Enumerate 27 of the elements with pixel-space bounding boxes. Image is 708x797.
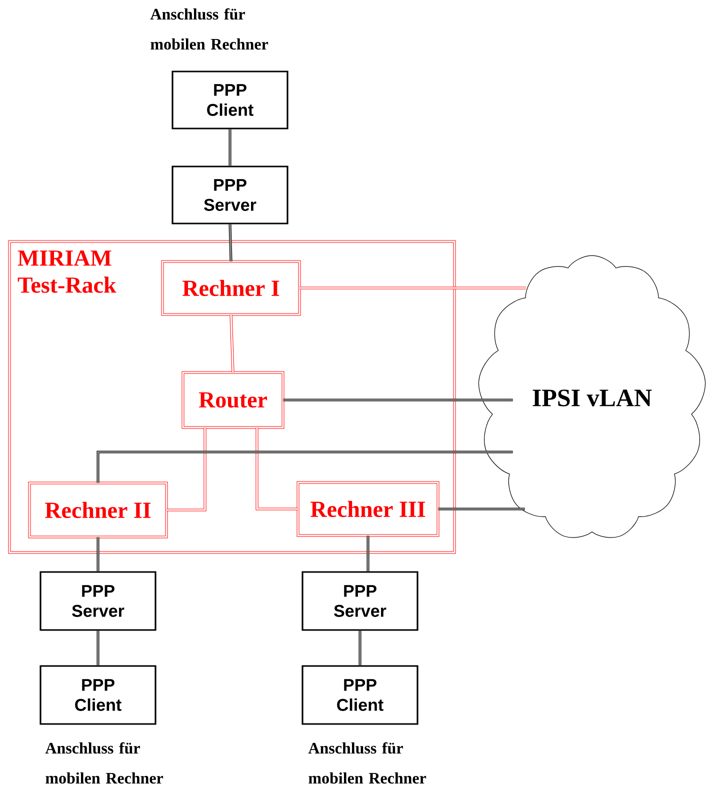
connector-line — [366, 536, 370, 572]
connector-line — [300, 286, 526, 290]
connector-line — [230, 314, 234, 372]
device-box: PPP Server — [302, 571, 418, 631]
connector-line — [256, 428, 298, 510]
connector-line — [228, 224, 232, 262]
device-box: PPP Server — [40, 571, 156, 631]
device-box: PPP Client — [172, 70, 288, 130]
connector-line — [96, 450, 513, 483]
caption-text: Anschluss für mobilen Rechner — [308, 742, 426, 784]
network-cloud: IPSI vLAN — [478, 255, 706, 538]
device-box: PPP Server — [172, 166, 288, 224]
computer-box: Router — [182, 371, 284, 429]
device-box: PPP Client — [302, 665, 418, 725]
connector-line — [438, 508, 525, 510]
connector-line — [358, 630, 362, 666]
computer-box: Rechner II — [28, 482, 168, 538]
computer-box: Rechner III — [296, 481, 440, 537]
connector-line — [228, 129, 232, 166]
device-box: PPP Client — [40, 665, 156, 725]
connector-line — [96, 537, 100, 572]
connector-line — [283, 398, 513, 402]
connector-line — [96, 630, 100, 666]
computer-box: Rechner I — [161, 260, 301, 316]
connector-line — [166, 428, 206, 512]
caption-text: Anschluss für mobilen Rechner — [150, 8, 268, 50]
caption-text: Anschluss für mobilen Rechner — [45, 742, 164, 784]
